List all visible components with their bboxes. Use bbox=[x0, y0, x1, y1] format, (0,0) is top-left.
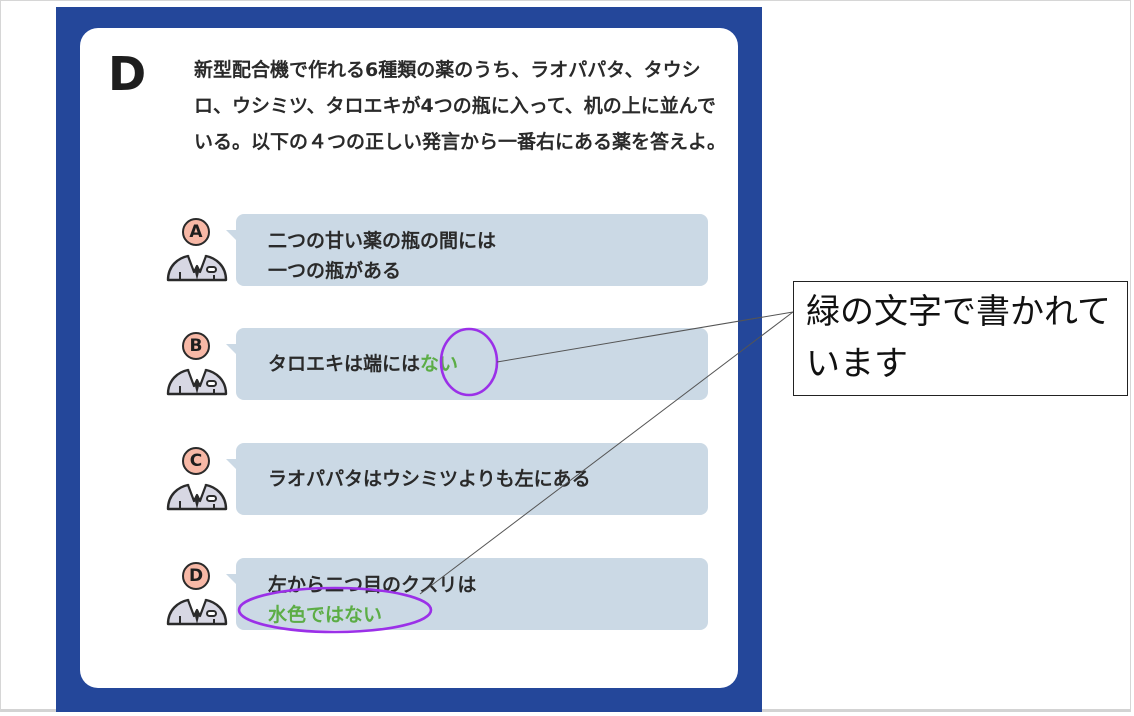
statement-b-line1: タロエキは端には bbox=[268, 353, 421, 375]
callout-box: 緑の文字で書かれています bbox=[793, 281, 1128, 396]
puzzle-card: D 新型配合機で作れる6種類の薬のうち、ラオパパタ、タウシロ、ウシミツ、タロエキ… bbox=[80, 28, 738, 688]
statement-a-line1: 二つの甘い薬の瓶の間には bbox=[268, 230, 497, 252]
puzzle-panel: D 新型配合機で作れる6種類の薬のうち、ラオパパタ、タウシロ、ウシミツ、タロエキ… bbox=[56, 7, 762, 712]
speaker-d-badge: D bbox=[182, 562, 210, 590]
person-suit-icon bbox=[166, 598, 228, 626]
person-suit-icon bbox=[166, 254, 228, 282]
statement-a-bubble: 二つの甘い薬の瓶の間には 一つの瓶がある bbox=[226, 214, 708, 286]
speaker-c: C bbox=[164, 447, 230, 521]
puzzle-letter: D bbox=[108, 47, 147, 101]
speaker-a: A bbox=[164, 218, 230, 292]
statement-c-bubble: ラオパパタはウシミツよりも左にある bbox=[226, 443, 708, 515]
statement-d-green-text: 水色ではない bbox=[268, 604, 383, 626]
speaker-c-badge: C bbox=[182, 447, 210, 475]
statement-b-bubble: タロエキは端にはない bbox=[226, 328, 708, 400]
statement-d-bubble: 左から二つ目のクスリは 水色ではない bbox=[226, 558, 708, 630]
person-suit-icon bbox=[166, 368, 228, 396]
speaker-d: D bbox=[164, 562, 230, 636]
person-suit-icon bbox=[166, 483, 228, 511]
statement-a-line2: 一つの瓶がある bbox=[268, 260, 402, 282]
statement-d-line1: 左から二つ目のクスリは bbox=[268, 574, 477, 596]
statement-b-green-text: ない bbox=[420, 353, 459, 375]
speaker-a-badge: A bbox=[182, 218, 210, 246]
speaker-b-badge: B bbox=[182, 332, 210, 360]
puzzle-question: 新型配合機で作れる6種類の薬のうち、ラオパパタ、タウシロ、ウシミツ、タロエキが4… bbox=[194, 59, 727, 153]
speaker-b: B bbox=[164, 332, 230, 406]
statement-c-line1: ラオパパタはウシミツよりも左にある bbox=[268, 468, 591, 490]
